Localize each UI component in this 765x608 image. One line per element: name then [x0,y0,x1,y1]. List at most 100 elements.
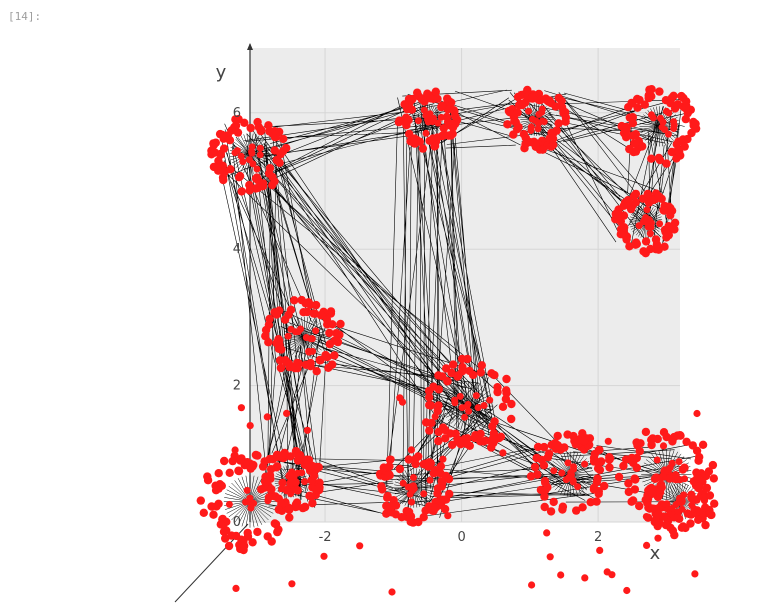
node [474,404,482,412]
node [700,497,709,505]
y-axis-arrow [247,43,253,50]
node [631,147,641,156]
node [323,320,332,329]
node [614,472,624,482]
node [292,328,299,336]
node [404,507,414,517]
node [301,360,311,369]
node [303,426,311,434]
node [691,570,699,578]
node [596,546,604,555]
node [672,474,681,484]
node [394,118,404,127]
node [647,85,656,94]
node [476,368,485,377]
node [533,442,543,452]
node [540,502,549,512]
node [655,87,664,96]
node [673,145,683,154]
node [312,367,321,376]
y-tick-label: 0 [233,515,241,530]
node [539,461,549,470]
node [527,93,537,102]
node [632,438,641,447]
node [401,119,411,128]
node [251,184,261,193]
node [280,448,289,458]
node [540,476,550,486]
node [196,496,205,505]
node [695,508,703,516]
edge-bundle [402,89,567,149]
node [686,519,695,528]
node [674,137,683,146]
node [552,126,561,135]
node [273,527,282,537]
node [657,114,664,122]
node [499,449,507,457]
node [434,119,442,127]
node [284,332,292,340]
node [648,504,657,513]
node [670,530,679,540]
node [308,499,317,508]
node [557,96,566,106]
node [704,467,714,476]
node [632,463,641,472]
node [574,483,582,491]
node [635,501,644,511]
node [285,471,294,480]
node [266,485,276,494]
node [490,435,500,444]
node [507,399,516,409]
node [398,398,407,406]
node [214,166,223,175]
node [336,319,345,329]
node [659,442,668,450]
node [302,334,310,341]
node [442,364,451,373]
node [663,500,671,508]
y-tick-label: 4 [233,242,241,257]
node [641,237,651,246]
node [421,418,431,427]
node [694,515,703,524]
node [203,472,212,481]
node [407,498,416,506]
node [530,138,539,148]
node [278,478,287,487]
node [630,474,639,483]
node [248,149,256,157]
node [681,475,689,483]
node [627,98,636,108]
y-tick-label: 6 [233,106,241,121]
node [270,177,279,186]
node [682,97,691,106]
node [661,520,671,530]
node [443,377,452,386]
node [528,581,536,589]
node [234,466,244,476]
node [477,361,486,370]
node [659,428,669,437]
node [643,189,652,199]
node [533,470,542,479]
node [502,374,511,384]
node [217,481,226,490]
node [519,130,529,139]
node [451,396,459,404]
node [237,404,245,412]
node [553,431,562,441]
node [225,468,234,477]
node [383,491,392,501]
node [290,296,299,305]
node [677,523,687,532]
node [656,220,664,228]
node [563,430,572,439]
node [209,510,218,519]
node [231,446,239,454]
node [228,456,237,466]
node [211,486,221,495]
node [513,92,523,102]
